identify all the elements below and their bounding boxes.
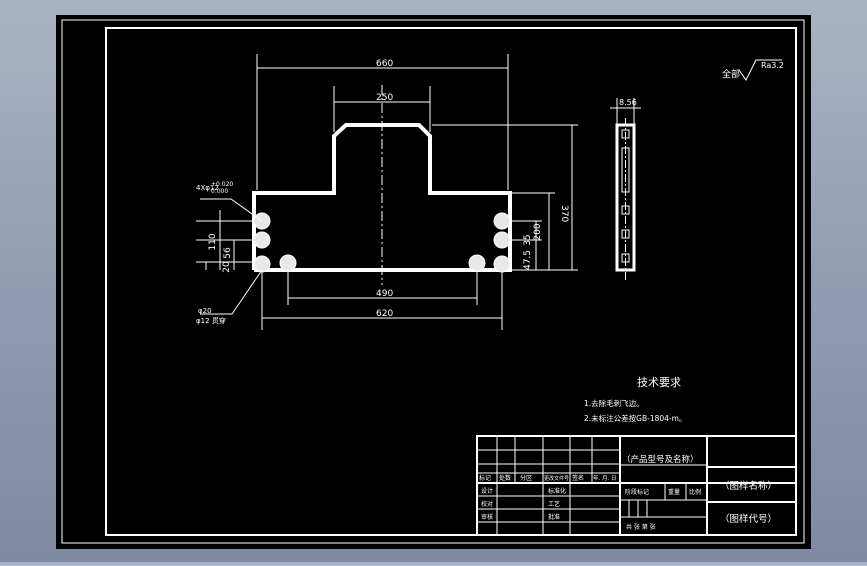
- tb-sheets: 共 张 第 张: [626, 523, 656, 531]
- hole-right-2: [493, 231, 511, 249]
- tb-craft: 工艺: [548, 500, 560, 508]
- roughness-symbol: 全部 Ra3.2: [722, 59, 784, 81]
- tol-lower: 0.000: [211, 188, 228, 195]
- dimension-lines: [196, 54, 578, 330]
- dim-56: 56: [223, 247, 233, 259]
- tb-mark: 标记: [479, 474, 491, 482]
- title-block: [476, 435, 797, 536]
- tol-upper: +0.020: [211, 181, 233, 188]
- tb-approve: 批准: [548, 513, 560, 521]
- dim-47-5: 47.5: [523, 250, 533, 270]
- hole-dia: φ20: [198, 307, 212, 315]
- tech-line-2: 2.未标注公差按GB-1804-m。: [584, 413, 686, 423]
- tb-stage: 阶段标记: [625, 488, 649, 496]
- hole-right-1: [493, 212, 511, 230]
- dim-370: 370: [559, 205, 569, 222]
- tb-drawing-name: （图样名称）: [720, 480, 777, 492]
- tol-hole: 4Xφ12: [196, 184, 219, 192]
- dim-660: 660: [376, 59, 393, 69]
- hole-circles: [253, 212, 511, 273]
- tb-product: （产品型号及名称）: [622, 454, 699, 465]
- tb-weight: 重量: [668, 488, 680, 496]
- tb-audit: 审核: [481, 513, 493, 521]
- dim-490: 490: [376, 289, 393, 299]
- outer-border: [61, 19, 805, 544]
- tb-check: 校对: [481, 500, 493, 508]
- tech-title: 技术要求: [637, 376, 681, 389]
- sheet: [56, 15, 811, 549]
- tb-date: 年. 月. 日: [593, 474, 617, 482]
- tb-docno: 更改文件号: [544, 475, 569, 482]
- tb-count: 处数: [499, 474, 511, 482]
- dim-8-56: 8.56: [619, 98, 637, 107]
- tb-sign: 签名: [572, 474, 584, 482]
- tech-requirements: 技术要求 1.去除毛刺飞边。 2.未标注公差按GB-1804-m。: [584, 376, 686, 423]
- hole-left-2: [253, 231, 271, 249]
- tech-line-1: 1.去除毛刺飞边。: [584, 398, 644, 408]
- title-block-texts: 标记 处数 分区 更改文件号 签名 年. 月. 日 设计 校对 审核 标准化 工…: [479, 454, 777, 531]
- tb-drawing-code: （图样代号）: [720, 513, 777, 525]
- hole-bottom-right: [468, 254, 486, 272]
- dim-250: 250: [376, 93, 393, 103]
- dim-110: 110: [208, 233, 218, 250]
- inner-border: [105, 27, 797, 536]
- hole-right-3: [493, 255, 511, 273]
- hole-left-3: [253, 255, 271, 273]
- tb-scale: 比例: [689, 488, 701, 496]
- side-view: [610, 98, 641, 280]
- tb-std: 标准化: [548, 487, 566, 495]
- dim-200: 200: [533, 223, 543, 240]
- tb-zone: 分区: [520, 474, 532, 482]
- hole-bottom-left: [279, 254, 297, 272]
- dimension-texts: 660 250 370 200 35 47.5 110 56 20 490 62…: [196, 59, 637, 325]
- roughness-value: Ra3.2: [761, 61, 784, 70]
- hole-spec: φ12 贯穿: [196, 316, 226, 325]
- dim-620: 620: [376, 309, 393, 319]
- dim-20: 20: [222, 261, 232, 273]
- roughness-note: 全部: [722, 68, 740, 80]
- dim-35: 35: [523, 234, 533, 245]
- tb-design: 设计: [481, 487, 493, 495]
